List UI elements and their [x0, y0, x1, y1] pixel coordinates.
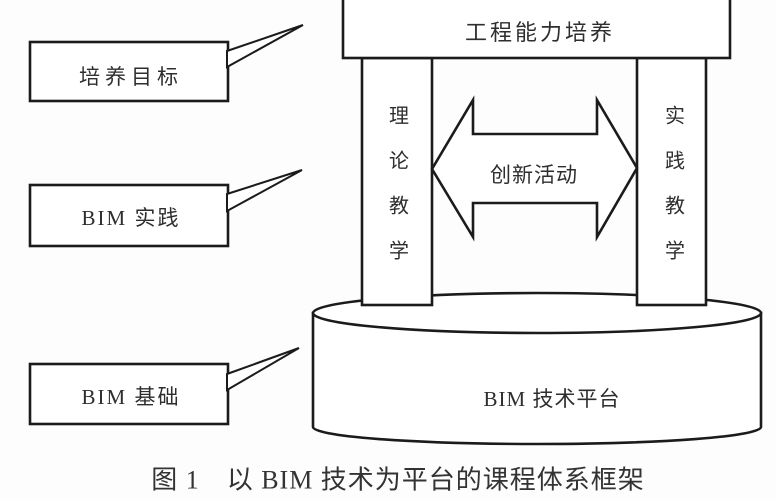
top-box-shape — [341, 0, 732, 60]
callout-box-3 — [28, 362, 230, 426]
top-box-label: 工程能力培养 — [464, 20, 616, 45]
callout-box-2 — [28, 183, 230, 248]
figure-caption: 图 1 以 BIM 技术为平台的课程体系框架 — [151, 465, 645, 495]
right-pillar-label: 实践教学 — [661, 105, 684, 285]
callout-box-1 — [28, 40, 230, 103]
arrow-label: 创新活动 — [490, 163, 578, 187]
left-pillar-shape — [360, 56, 434, 307]
callout-beak-2 — [226, 169, 303, 213]
callout-beak-1 — [226, 24, 304, 69]
left-pillar-label: 理论教学 — [385, 105, 408, 285]
callout-label-2: BIM 实践 — [81, 206, 181, 230]
callout-label-1: 培养目标 — [79, 65, 183, 89]
platform-label: BIM 技术平台 — [483, 387, 621, 411]
platform-cylinder-body — [311, 311, 763, 446]
double-arrow-shape — [430, 95, 639, 242]
callout-beak-3 — [226, 347, 300, 392]
callout-label-3: BIM 基础 — [81, 385, 181, 409]
